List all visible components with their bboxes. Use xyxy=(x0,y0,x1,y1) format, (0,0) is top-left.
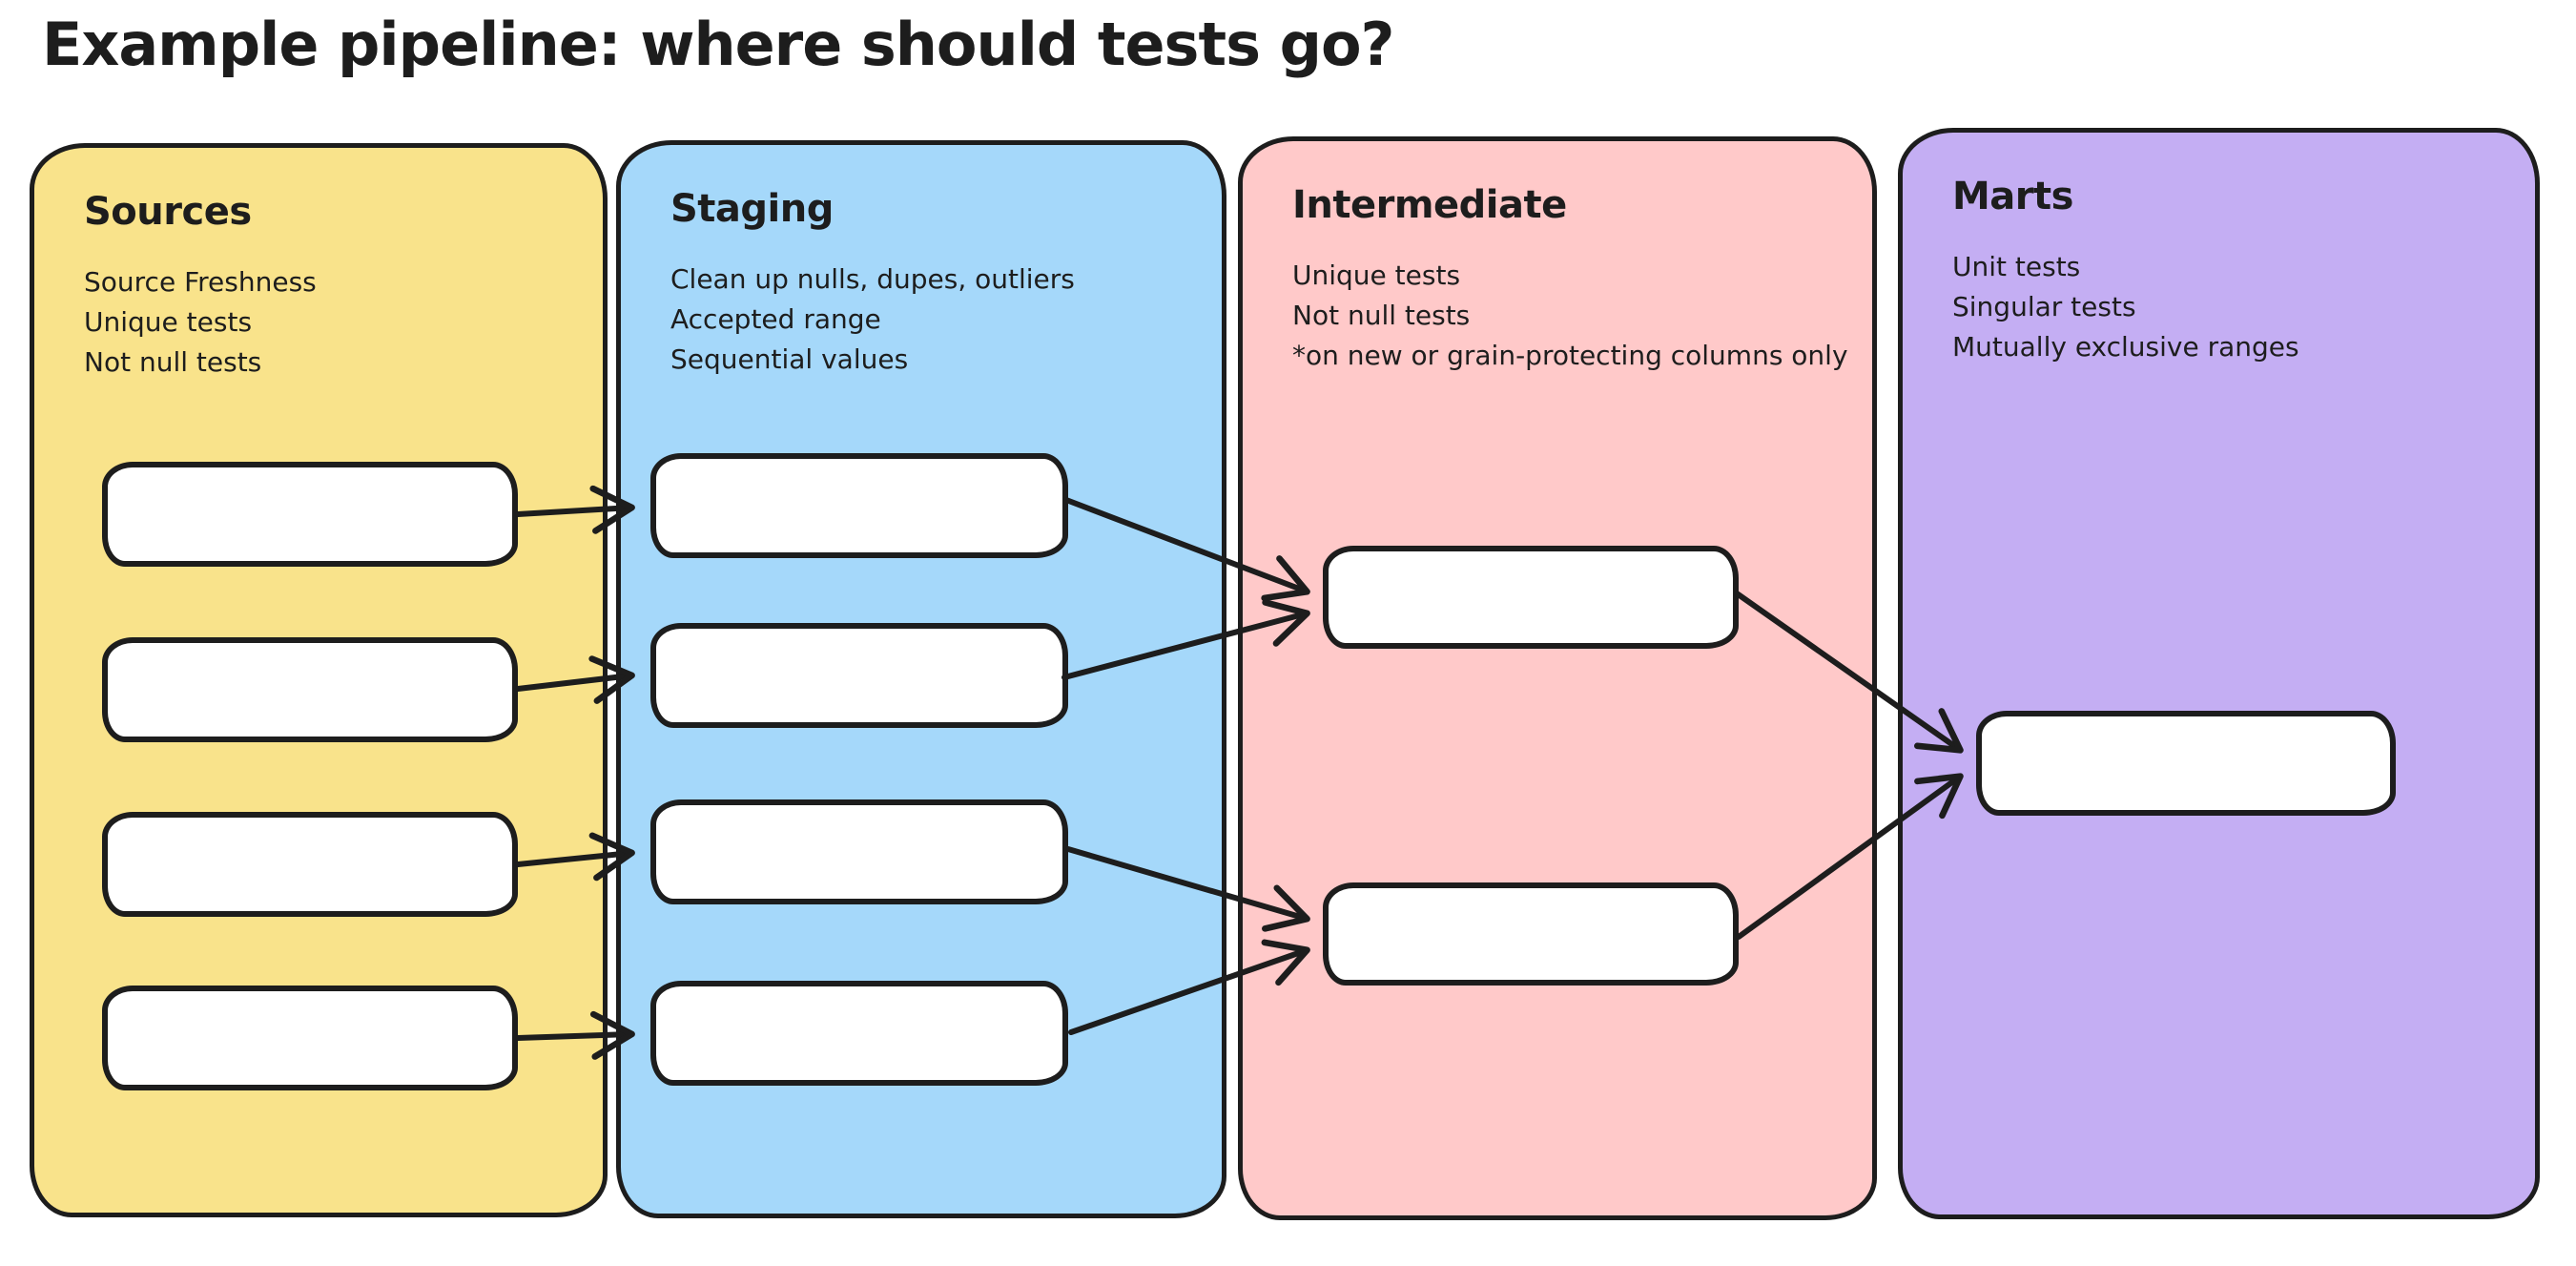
note-line: Unit tests xyxy=(1952,251,2081,282)
note-line: Singular tests xyxy=(1952,291,2136,322)
column-sources-notes: Source Freshness Unique tests Not null t… xyxy=(84,262,574,383)
node-staging-3 xyxy=(650,799,1068,904)
page-title: Example pipeline: where should tests go? xyxy=(42,10,1395,79)
node-source-4 xyxy=(102,986,518,1090)
note-line: Sequential values xyxy=(670,343,909,375)
note-line: Mutually exclusive ranges xyxy=(1952,331,2299,363)
note-line: Unique tests xyxy=(84,306,253,338)
column-marts-notes: Unit tests Singular tests Mutually exclu… xyxy=(1952,247,2506,367)
note-line: *on new or grain-protecting columns only xyxy=(1292,340,1848,371)
column-intermediate-notes: Unique tests Not null tests *on new or g… xyxy=(1292,256,1848,376)
column-marts: Marts Unit tests Singular tests Mutually… xyxy=(1898,128,2540,1219)
note-line: Accepted range xyxy=(670,303,881,335)
node-source-2 xyxy=(102,637,518,742)
node-source-1 xyxy=(102,462,518,567)
column-sources-title: Sources xyxy=(84,190,252,234)
note-line: Not null tests xyxy=(1292,300,1471,331)
column-staging-title: Staging xyxy=(670,187,834,231)
column-staging-notes: Clean up nulls, dupes, outliers Accepted… xyxy=(670,259,1193,380)
column-marts-title: Marts xyxy=(1952,175,2073,218)
node-source-3 xyxy=(102,812,518,917)
node-intermediate-2 xyxy=(1323,882,1739,986)
column-intermediate-title: Intermediate xyxy=(1292,183,1567,227)
note-line: Source Freshness xyxy=(84,266,317,298)
column-intermediate: Intermediate Unique tests Not null tests… xyxy=(1238,136,1877,1220)
node-staging-2 xyxy=(650,623,1068,728)
node-staging-1 xyxy=(650,453,1068,558)
node-marts-1 xyxy=(1976,711,2396,816)
note-line: Unique tests xyxy=(1292,259,1461,291)
note-line: Not null tests xyxy=(84,346,262,378)
node-intermediate-1 xyxy=(1323,546,1739,649)
note-line: Clean up nulls, dupes, outliers xyxy=(670,263,1075,295)
node-staging-4 xyxy=(650,981,1068,1086)
